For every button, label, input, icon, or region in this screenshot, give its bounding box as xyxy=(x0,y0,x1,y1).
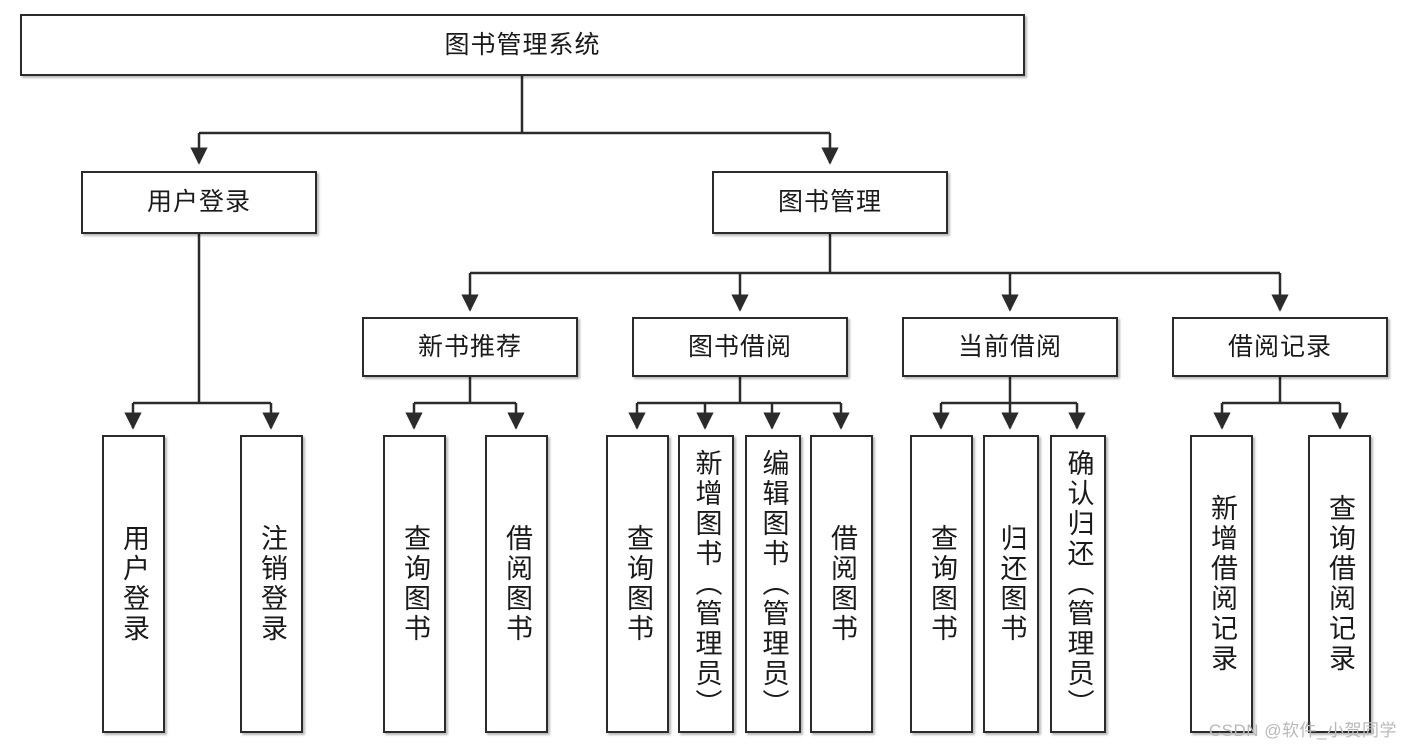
node-label: 新增图书（管理员） xyxy=(691,449,722,719)
node-book-borrow[interactable]: 图书借阅 xyxy=(632,317,848,377)
node-label: 当前借阅 xyxy=(957,332,1062,361)
node-label: 用户登录 xyxy=(119,524,149,644)
node-borrow-record[interactable]: 借阅记录 xyxy=(1172,317,1388,377)
node-leaf-query-book-borrow[interactable]: 查询图书 xyxy=(606,435,669,733)
node-book-management[interactable]: 图书管理 xyxy=(712,171,948,234)
node-leaf-add-book-admin[interactable]: 新增图书（管理员） xyxy=(678,435,734,733)
node-label: 借阅图书 xyxy=(827,524,857,644)
node-label: 借阅记录 xyxy=(1227,332,1332,361)
node-label: 查询借阅记录 xyxy=(1325,494,1355,674)
node-label: 借阅图书 xyxy=(502,524,532,644)
node-label: 图书管理系统 xyxy=(444,30,601,59)
node-leaf-user-login[interactable]: 用户登录 xyxy=(102,435,165,733)
node-leaf-confirm-return-admin[interactable]: 确认归还（管理员） xyxy=(1050,435,1106,733)
node-label: 用户登录 xyxy=(146,188,251,217)
watermark-text: CSDN @软件_小贺同学 xyxy=(1208,721,1397,740)
node-leaf-query-book-current[interactable]: 查询图书 xyxy=(910,435,973,733)
node-current-borrow[interactable]: 当前借阅 xyxy=(902,317,1118,377)
node-label: 查询图书 xyxy=(400,524,430,644)
node-leaf-borrow-book-recommend[interactable]: 借阅图书 xyxy=(485,435,548,733)
node-leaf-edit-book-admin[interactable]: 编辑图书（管理员） xyxy=(745,435,801,733)
node-leaf-return-book[interactable]: 归还图书 xyxy=(983,435,1039,733)
node-label: 图书借阅 xyxy=(687,332,792,361)
node-label: 新书推荐 xyxy=(417,332,522,361)
node-leaf-add-borrow-record[interactable]: 新增借阅记录 xyxy=(1190,435,1253,733)
node-label: 编辑图书（管理员） xyxy=(758,449,789,719)
node-new-book-recommend[interactable]: 新书推荐 xyxy=(362,317,578,377)
node-label: 查询图书 xyxy=(927,524,957,644)
node-label: 确认归还（管理员） xyxy=(1063,449,1094,719)
node-label: 查询图书 xyxy=(623,524,653,644)
node-leaf-borrow-book[interactable]: 借阅图书 xyxy=(810,435,873,733)
node-label: 图书管理 xyxy=(777,188,882,217)
node-label: 归还图书 xyxy=(996,524,1027,644)
node-leaf-logout[interactable]: 注销登录 xyxy=(240,435,303,733)
node-root-system[interactable]: 图书管理系统 xyxy=(20,14,1025,76)
node-label: 新增借阅记录 xyxy=(1207,494,1237,674)
node-leaf-query-book-recommend[interactable]: 查询图书 xyxy=(383,435,446,733)
node-leaf-query-borrow-record[interactable]: 查询借阅记录 xyxy=(1308,435,1371,733)
node-label: 注销登录 xyxy=(257,524,287,644)
node-user-login[interactable]: 用户登录 xyxy=(81,171,317,234)
